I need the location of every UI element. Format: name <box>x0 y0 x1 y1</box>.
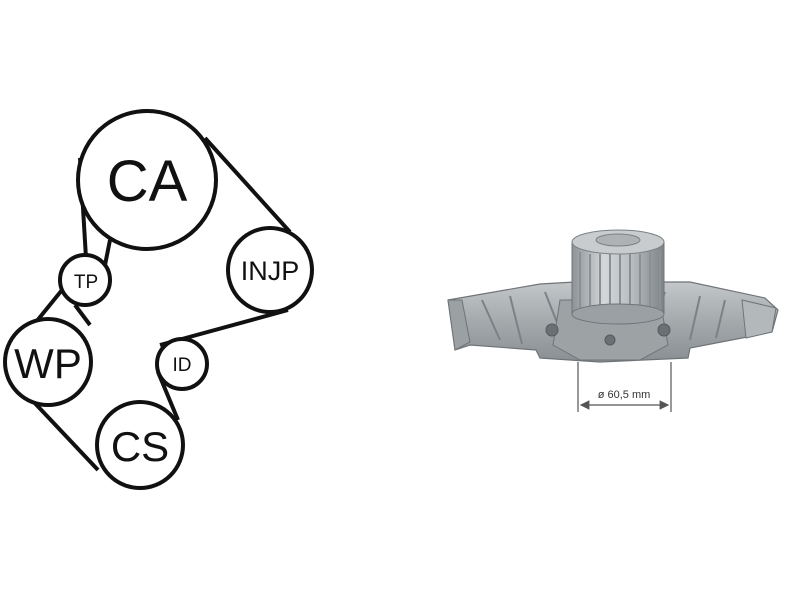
pump-gear <box>571 229 665 325</box>
dimension-annotation <box>577 362 672 412</box>
belt-segment-ca-injp <box>203 136 292 234</box>
pump-bolt-hole-center <box>604 334 616 346</box>
pump-bolt-hole-right <box>657 323 671 337</box>
pulley-label-ca: CA <box>107 149 188 214</box>
pump-bolt-hole-left <box>545 323 559 337</box>
water-pump-image: ø 60,5 mm <box>447 229 779 412</box>
pulley-injp: INJP <box>226 226 314 314</box>
pulley-ca: CA <box>76 109 218 251</box>
pulley-tp: TP <box>58 253 112 307</box>
pulley-label-id: ID <box>173 355 192 376</box>
pump-left-ear <box>447 299 471 351</box>
belt-segment-wp-tp <box>34 288 64 324</box>
dimension-label: ø 60,5 mm <box>598 389 651 401</box>
belt-segment-wp-inner <box>73 303 92 327</box>
belt-segment-cs-wp <box>28 396 100 472</box>
pulley-label-injp: INJP <box>241 256 300 286</box>
pulley-label-wp: WP <box>14 340 82 387</box>
pulley-wp: WP <box>3 317 93 407</box>
pump-right-ear <box>741 299 777 339</box>
pulley-label-tp: TP <box>74 272 98 293</box>
pulleys: CA INJP TP WP ID CS <box>3 109 314 490</box>
pulley-id: ID <box>155 337 209 391</box>
pulley-cs: CS <box>95 400 185 490</box>
pulley-label-cs: CS <box>111 423 169 470</box>
